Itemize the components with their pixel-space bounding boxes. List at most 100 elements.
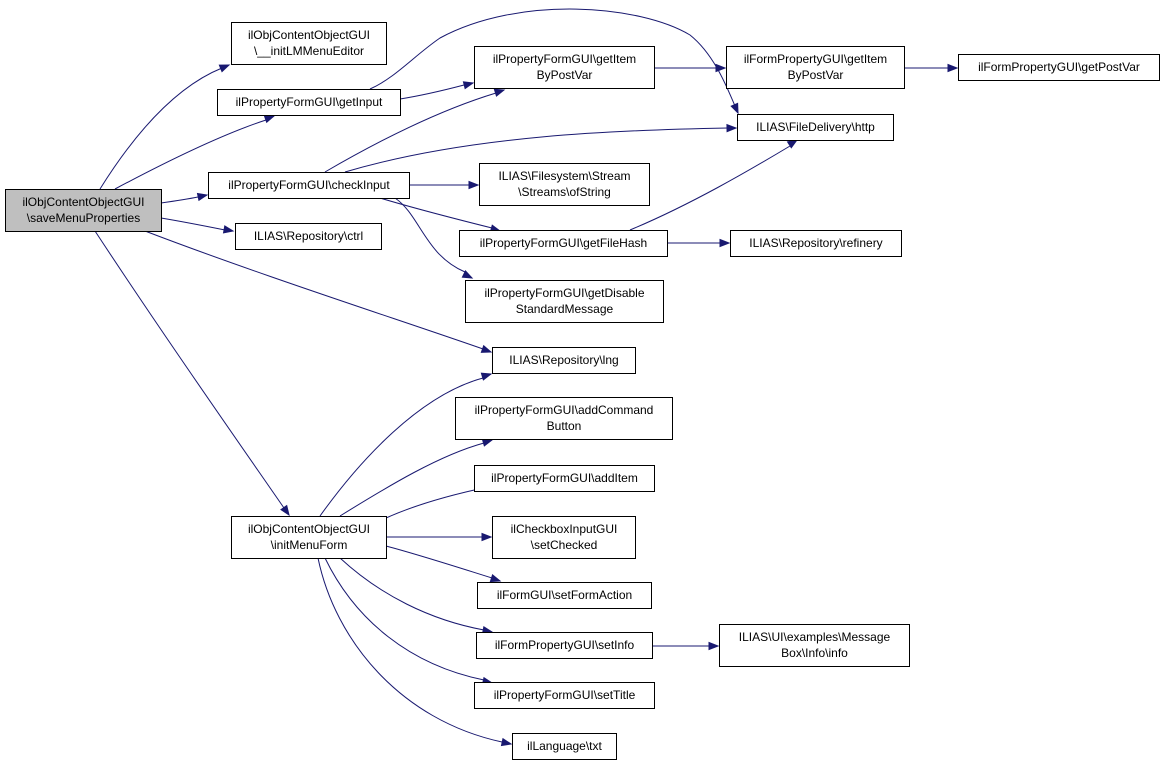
edge-line	[369, 8, 736, 107]
edge-line-tail	[734, 105, 739, 114]
node-label-line: \Streams\ofString	[518, 185, 611, 199]
node-box[interactable]	[474, 465, 655, 492]
edge-line	[344, 127, 729, 173]
edge-save_menu_properties-to-check_input	[160, 192, 209, 204]
node-box[interactable]	[455, 397, 673, 440]
node-box[interactable]	[477, 582, 652, 609]
node-box[interactable]	[719, 624, 910, 667]
node-save-menu-properties[interactable]: ilObjContentObjectGUI\saveMenuProperties	[5, 189, 162, 232]
edge-line-tail	[224, 229, 234, 232]
node-box[interactable]	[958, 54, 1160, 81]
edge-init_menu_form-to-add_command_button	[339, 438, 494, 517]
edge-line	[319, 377, 484, 517]
edge-line	[99, 67, 223, 190]
edge-line	[385, 486, 489, 519]
node-label-line: ilPropertyFormGUI\addItem	[491, 471, 638, 485]
node-label-line: ilPropertyFormGUI\setTitle	[494, 688, 636, 702]
node-get-input[interactable]: ilPropertyFormGUI\getInput	[217, 89, 401, 116]
node-get-disable-standard-message[interactable]: ilPropertyFormGUI\getDisableStandardMess…	[465, 280, 664, 323]
node-language-txt[interactable]: ilLanguage\txt	[512, 733, 617, 760]
node-box[interactable]	[474, 46, 655, 89]
edge-init_menu_form-to-repository_lng	[319, 372, 493, 517]
node-box[interactable]	[479, 163, 650, 206]
node-repository-lng[interactable]: ILIAS\Repository\lng	[492, 347, 636, 374]
edge-line	[160, 196, 199, 204]
edge-line	[94, 230, 285, 509]
node-form-property-set-info[interactable]: ilFormPropertyGUI\setInfo	[476, 632, 653, 659]
node-box[interactable]	[726, 46, 905, 89]
node-label-line: ilFormPropertyGUI\getPostVar	[978, 60, 1140, 74]
node-set-form-action[interactable]: ilFormGUI\setFormAction	[477, 582, 652, 609]
edge-line	[399, 84, 465, 100]
edge-line-tail	[483, 439, 493, 444]
node-box[interactable]	[737, 114, 894, 141]
node-get-file-hash[interactable]: ilPropertyFormGUI\getFileHash	[459, 230, 668, 257]
node-box[interactable]	[465, 280, 664, 323]
edge-line	[339, 557, 485, 631]
node-get-post-var[interactable]: ilFormPropertyGUI\getPostVar	[958, 54, 1160, 81]
node-label-line: \setChecked	[531, 538, 598, 552]
edge-save_menu_properties-to-init_lm_menu_editor	[99, 64, 231, 190]
edge-line	[324, 557, 485, 681]
node-box[interactable]	[459, 230, 668, 257]
edge-save_menu_properties-to-repository_lng	[144, 230, 493, 353]
node-label-line: ilPropertyFormGUI\checkInput	[228, 178, 390, 192]
edge-line-tail	[482, 348, 492, 353]
node-box[interactable]	[235, 223, 382, 250]
nodes-layer: ilObjContentObjectGUI\saveMenuProperties…	[5, 22, 1160, 760]
node-label-line: Button	[547, 419, 582, 433]
edge-line	[160, 217, 226, 231]
node-box[interactable]	[231, 516, 387, 559]
edge-prop_get_item_by_post_var-to-form_prop_get_item_by_post_var	[654, 63, 727, 73]
node-label-line: \initMenuForm	[271, 538, 348, 552]
edge-init_menu_form-to-checkbox_set_checked	[386, 532, 493, 542]
node-box[interactable]	[492, 516, 636, 559]
node-init-lm-menu-editor[interactable]: ilObjContentObjectGUI \__initLMMenuEditor	[231, 22, 387, 65]
edge-arrowhead	[218, 64, 231, 73]
node-box[interactable]	[5, 189, 162, 232]
node-set-title[interactable]: ilPropertyFormGUI\setTitle	[474, 682, 655, 709]
node-check-input[interactable]: ilPropertyFormGUI\checkInput	[208, 172, 410, 199]
edge-check_input-to-streams_of_string	[408, 180, 480, 190]
edge-line-tail	[495, 89, 505, 94]
node-repository-ctrl[interactable]: ILIAS\Repository\ctrl	[235, 223, 382, 250]
node-repository-refinery[interactable]: ILIAS\Repository\refinery	[730, 230, 902, 257]
node-label-line: ilObjContentObjectGUI	[248, 28, 370, 42]
edge-line	[144, 230, 484, 350]
node-label-line: ILIAS\UI\examples\Message	[739, 630, 891, 644]
node-streams-of-string[interactable]: ILIAS\Filesystem\Stream\Streams\ofString	[479, 163, 650, 206]
node-init-menu-form[interactable]: ilObjContentObjectGUI\initMenuForm	[231, 516, 387, 559]
edge-get_file_hash-to-repository_refinery	[667, 238, 731, 248]
edge-line	[394, 197, 466, 273]
edge-get_file_hash-to-file_delivery_http	[629, 139, 799, 231]
node-box[interactable]	[217, 89, 401, 116]
node-box[interactable]	[492, 347, 636, 374]
edge-arrowhead	[222, 225, 235, 234]
edge-line	[114, 119, 267, 190]
edge-line	[324, 92, 497, 173]
node-file-delivery-http[interactable]: ILIAS\FileDelivery\http	[737, 114, 894, 141]
node-label-line: ILIAS\Repository\lng	[509, 353, 618, 367]
node-label-line: \__initLMMenuEditor	[254, 44, 364, 58]
edge-init_menu_form-to-form_property_set_info	[339, 557, 494, 635]
edge-save_menu_properties-to-init_menu_form	[94, 230, 290, 517]
node-label-line: ilLanguage\txt	[527, 739, 602, 753]
node-label-line: ilPropertyFormGUI\getItem	[493, 52, 636, 66]
edge-line	[317, 557, 503, 743]
node-box[interactable]	[476, 632, 653, 659]
node-box[interactable]	[208, 172, 410, 199]
node-box[interactable]	[231, 22, 387, 65]
edge-line-tail	[463, 82, 474, 86]
node-label-line: \saveMenuProperties	[27, 211, 140, 225]
edge-line-tail	[483, 629, 493, 633]
node-box[interactable]	[512, 733, 617, 760]
node-box[interactable]	[730, 230, 902, 257]
node-checkbox-set-checked[interactable]: ilCheckboxInputGUI\setChecked	[492, 516, 636, 559]
node-box[interactable]	[474, 682, 655, 709]
node-add-item[interactable]: ilPropertyFormGUI\addItem	[474, 465, 655, 492]
edge-check_input-to-file_delivery_http	[344, 123, 738, 173]
